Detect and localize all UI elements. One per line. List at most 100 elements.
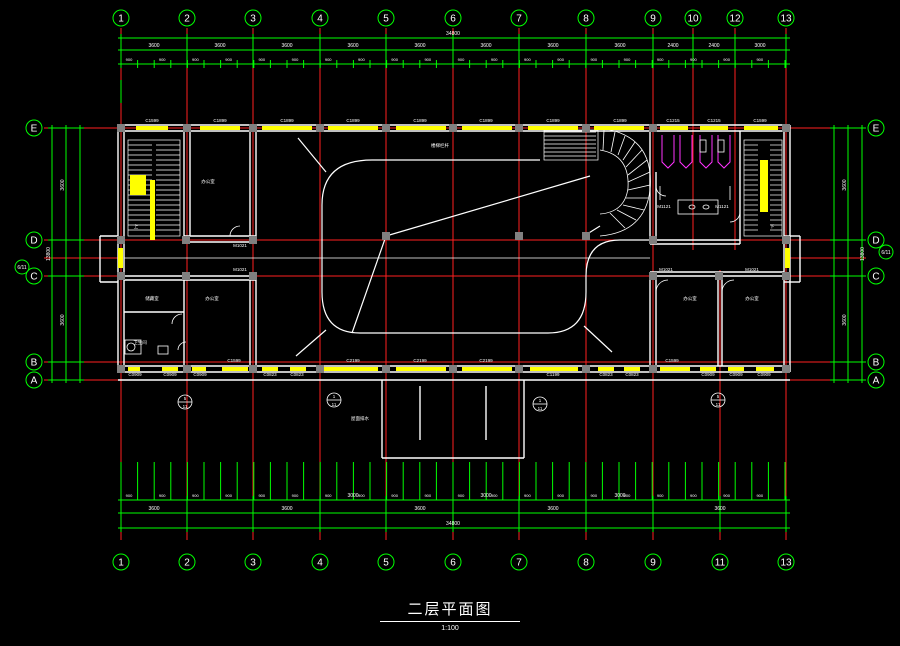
section-1-sheet: 11 (332, 402, 337, 407)
label-window-c1599-1: C1599 (145, 118, 159, 123)
axis-top-13-bubble-label: 13 (780, 14, 792, 25)
column (117, 124, 125, 132)
dim-bottom-bay-2: 3600 (281, 506, 292, 512)
toilet-fixtures (661, 135, 731, 169)
label-window-c1599-3: C1599 (227, 358, 241, 363)
label-note-roof: 屋面排水 (351, 415, 369, 422)
axis-top-1-bubble-label: 1 (118, 14, 124, 25)
spiral-stair (599, 127, 651, 237)
sub-dim-top: 900 (624, 57, 631, 62)
sub-dim-bottom: 900 (391, 493, 398, 498)
axis-left-A-bubble-label: A (31, 376, 38, 387)
axis-right-extra-label: 6/11 (881, 250, 891, 256)
axis-top-7-bubble-label: 7 (516, 14, 522, 25)
sub-dim-top: 900 (756, 57, 763, 62)
axis-right-A-bubble-label: A (873, 376, 880, 387)
column (649, 365, 657, 373)
dim-bottom-bay-3: 3600 (414, 506, 425, 512)
label-window-c1199-1: C1199 (547, 372, 560, 377)
axis-bottom-1-bubble-label: 1 (118, 558, 124, 569)
sub-dim-bottom: 900 (192, 493, 199, 498)
axis-bottom-2-bubble-label: 2 (184, 558, 190, 569)
sub-dim-top: 900 (590, 57, 597, 62)
axis-right-B-bubble: B (867, 353, 885, 371)
dim-right-overall: 13800 (860, 247, 866, 261)
dim-left-bay-1: 3600 (60, 179, 66, 190)
axis-bottom-9-bubble: 9 (644, 553, 662, 571)
column (382, 232, 390, 240)
sub-dim-bottom: 900 (159, 493, 166, 498)
sub-dim-bottom: 900 (756, 493, 763, 498)
column (117, 365, 125, 373)
column (249, 365, 257, 373)
column (649, 124, 657, 132)
axis-top-7-bubble: 7 (510, 9, 528, 27)
window-bottom (462, 367, 512, 371)
axis-left-B-bubble-label: B (31, 358, 38, 369)
column (117, 272, 125, 280)
window-bottom (290, 367, 306, 371)
exterior-walls (99, 124, 801, 459)
label-window-c1215-1: C1215 (666, 118, 680, 123)
label-window-c0909-3: C0909 (193, 372, 207, 377)
columns (117, 124, 790, 373)
window-bottom (324, 367, 378, 371)
dim-top-bay-11: 3000 (754, 43, 765, 49)
label-window-c1215-2: C1215 (707, 118, 721, 123)
label-window-c0909-6: C0909 (757, 372, 771, 377)
dim-top-overall: 34800 (446, 31, 460, 37)
window-bottom (396, 367, 446, 371)
axis-top-12-bubble: 12 (726, 9, 744, 27)
section-markers (177, 392, 726, 412)
axis-bottom-3-bubble-label: 3 (250, 558, 256, 569)
sub-dim-bottom: 900 (292, 493, 299, 498)
stair-well-right (743, 139, 783, 237)
axis-top-2-bubble-label: 2 (184, 14, 190, 25)
dim-top-bay-3: 3600 (281, 43, 292, 49)
axis-right-extra-bubble: 6/11 (878, 244, 894, 260)
column (515, 124, 523, 132)
label-door-m1021-2: M1021 (233, 267, 247, 272)
stairs (127, 129, 783, 237)
axis-right-B-bubble-label: B (873, 358, 880, 369)
axis-bottom-5-bubble: 5 (377, 553, 395, 571)
axis-top-3-bubble-label: 3 (250, 14, 256, 25)
window-top (200, 126, 240, 130)
label-door-m1121-1: M1121 (657, 204, 671, 209)
label-door-m1021-4: M1021 (745, 267, 759, 272)
section-3-sheet: 11 (716, 402, 721, 407)
label-window-c1899-6: C1899 (546, 118, 560, 123)
label-window-c2199-2: C2199 (413, 358, 427, 363)
window-top (700, 126, 728, 130)
window-bottom (262, 367, 278, 371)
axis-bottom-6-bubble: 6 (444, 553, 462, 571)
axis-left-B-bubble: B (25, 353, 43, 371)
column (449, 124, 457, 132)
label-window-c0823-4: C0823 (625, 372, 639, 377)
axis-top-9-bubble: 9 (644, 9, 662, 27)
window-bottom (598, 367, 614, 371)
axis-right-E-bubble: E (867, 119, 885, 137)
axis-top-12-bubble-label: 12 (729, 14, 741, 25)
dim-top-bay-9: 2400 (667, 43, 678, 49)
sub-dim-top: 900 (424, 57, 431, 62)
dim-top-bay-6: 3600 (480, 43, 491, 49)
column (649, 236, 657, 244)
sub-dim-bottom: 900 (491, 493, 498, 498)
window-labels: C1599 C1899 C1899 C1899 C1899 C1899 C189… (128, 118, 774, 422)
atrium-outline (295, 137, 650, 357)
axis-bottom-13-bubble: 13 (777, 553, 795, 571)
axis-top-9-bubble-label: 9 (650, 14, 656, 25)
axis-left-A-bubble: A (25, 371, 43, 389)
dim-bottom-bay-4: 3600 (547, 506, 558, 512)
axis-top-1-bubble: 1 (112, 9, 130, 27)
axis-left-C-bubble-label: C (30, 272, 37, 283)
axis-top-13-bubble: 13 (777, 9, 795, 27)
column (782, 124, 790, 132)
sub-dim-bottom: 900 (524, 493, 531, 498)
label-room-toilet: 卫生间 (133, 339, 147, 346)
column (316, 124, 324, 132)
window-bottom (660, 367, 690, 371)
window-top (396, 126, 446, 130)
